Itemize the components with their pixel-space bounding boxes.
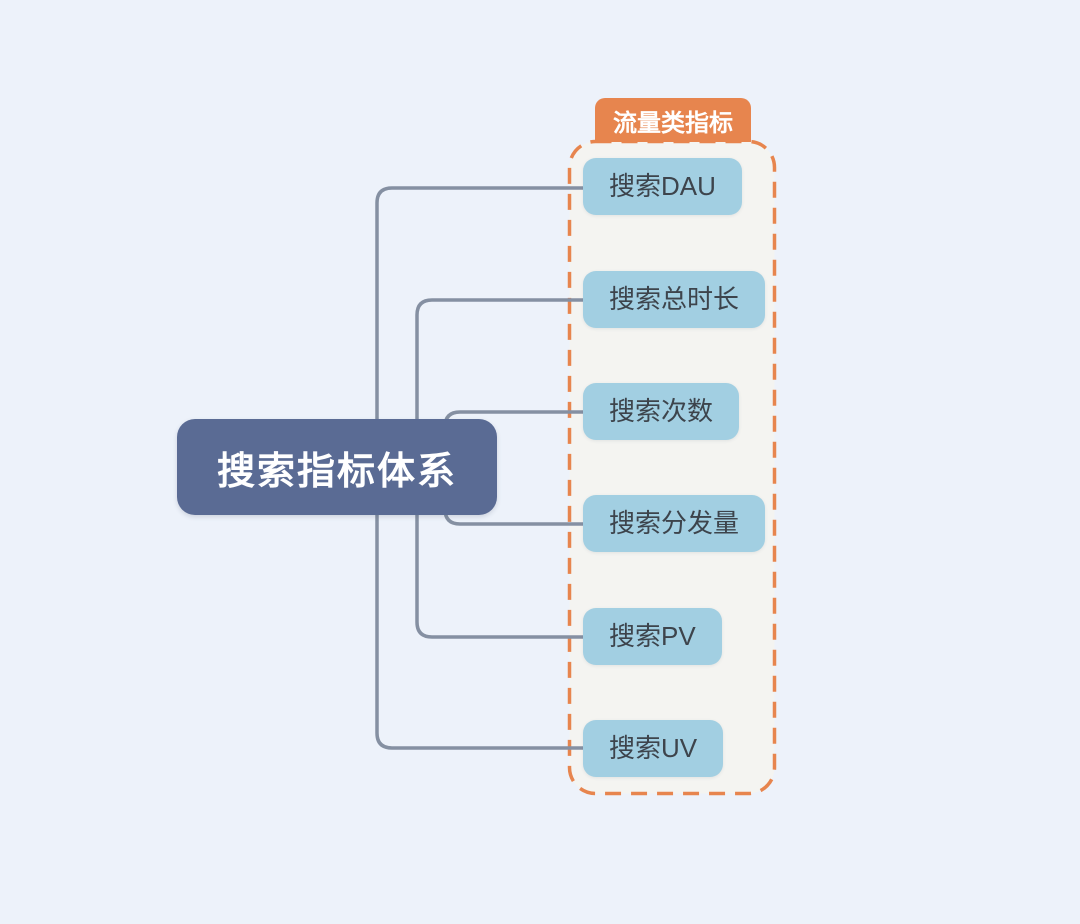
child-node-search-dau[interactable]: 搜索DAU xyxy=(583,158,742,215)
child-node-search-distribution[interactable]: 搜索分发量 xyxy=(583,495,766,552)
child-node-search-total-duration[interactable]: 搜索总时长 xyxy=(583,271,766,328)
child-node-search-count[interactable]: 搜索次数 xyxy=(583,383,740,440)
group-label-traffic-metrics[interactable]: 流量类指标 xyxy=(595,98,751,142)
child-node-search-pv[interactable]: 搜索PV xyxy=(583,608,722,665)
child-node-search-uv[interactable]: 搜索UV xyxy=(583,720,724,777)
root-node-search-metrics[interactable]: 搜索指标体系 xyxy=(177,419,497,515)
